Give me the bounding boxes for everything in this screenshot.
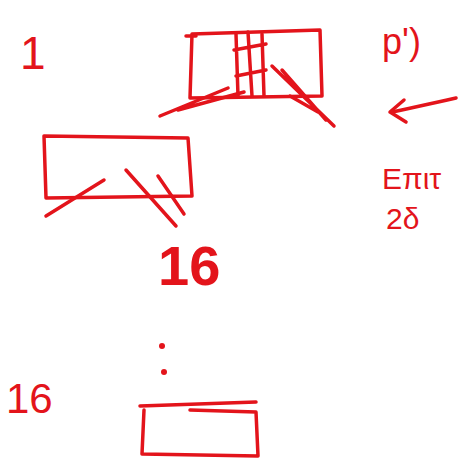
arrow-head bbox=[390, 100, 406, 122]
margin-note: Επιτ bbox=[382, 164, 441, 194]
cross-strokes bbox=[160, 66, 334, 126]
crossed-box bbox=[44, 136, 192, 198]
hatching bbox=[234, 32, 266, 96]
callout-number: 16 bbox=[158, 238, 220, 294]
hatched-box bbox=[190, 30, 322, 98]
ellipsis-dot bbox=[159, 343, 165, 349]
open-box bbox=[140, 402, 258, 456]
box-stroke bbox=[186, 34, 196, 38]
margin-note: 2δ bbox=[386, 204, 419, 234]
ellipsis-dot bbox=[161, 369, 167, 375]
callout-number: 16 bbox=[6, 378, 53, 420]
callout-number: 1 bbox=[20, 30, 46, 76]
margin-note: p') bbox=[382, 24, 421, 60]
cross-strokes bbox=[46, 170, 184, 226]
